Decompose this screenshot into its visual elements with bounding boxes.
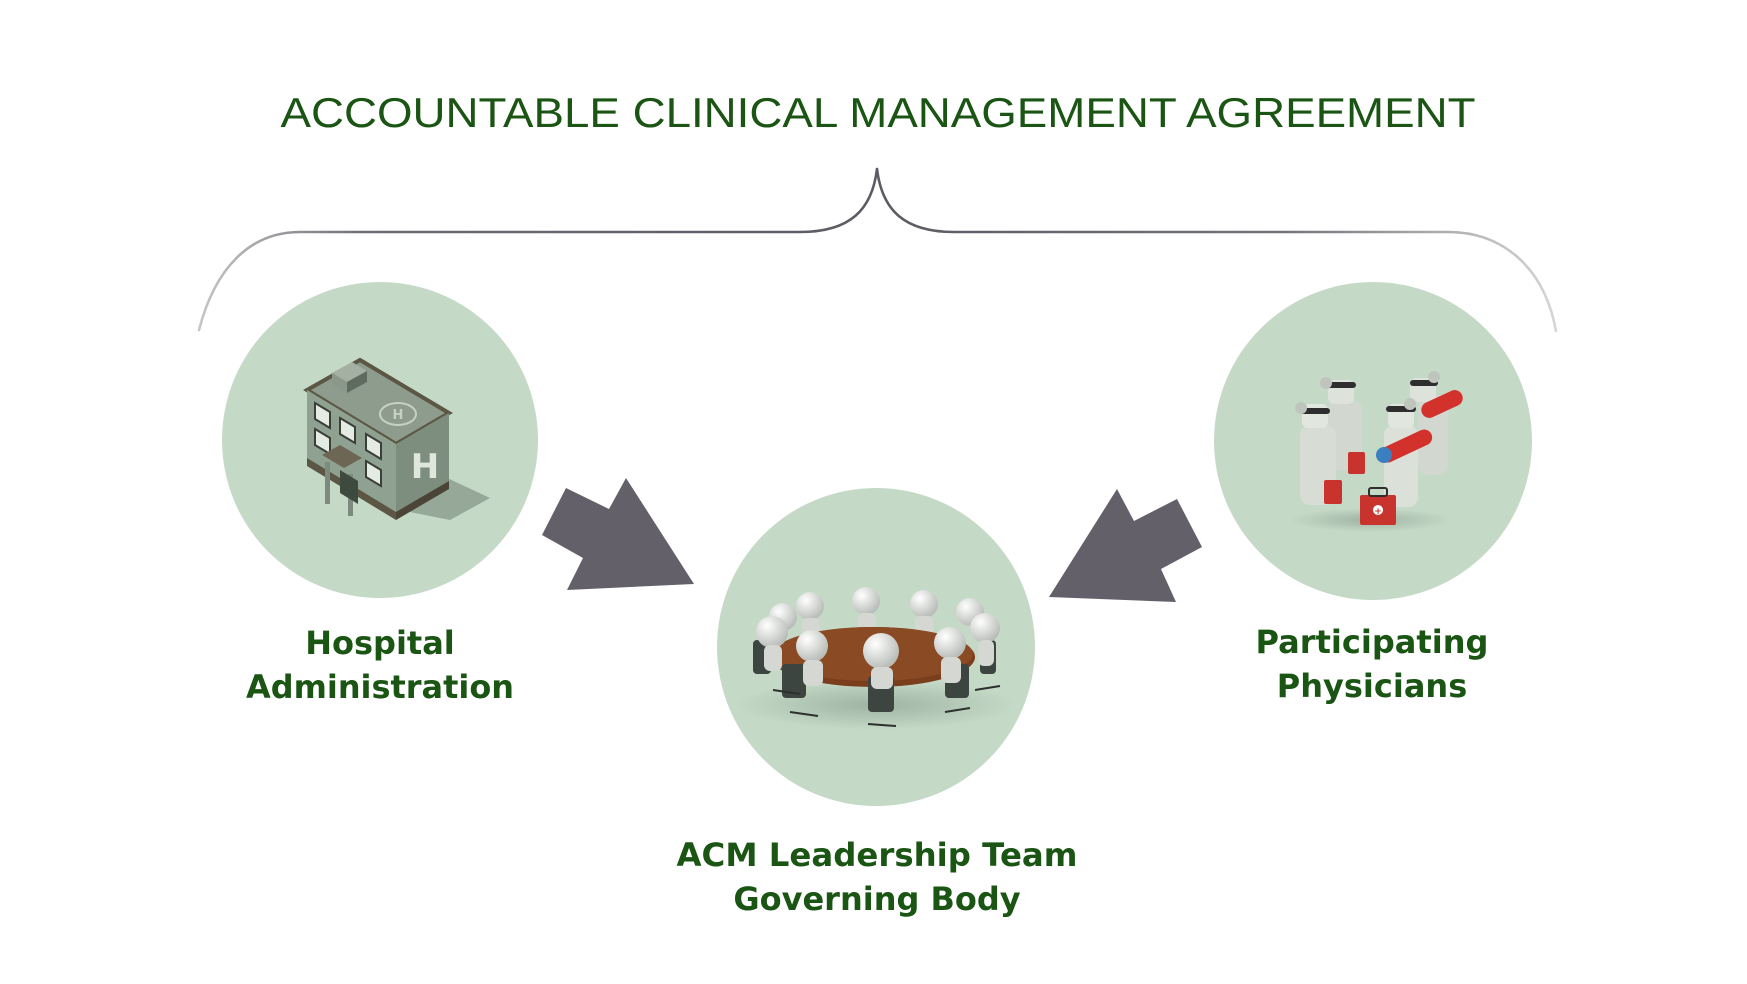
doctors-group-icon: + <box>1290 371 1463 532</box>
node-participating-physicians: + <box>1214 282 1532 600</box>
svg-text:+: + <box>1374 507 1382 517</box>
label-participating-physicians: Participating Physicians <box>1256 623 1489 705</box>
svg-text:H: H <box>411 447 439 487</box>
meeting-table-icon <box>736 587 1016 730</box>
label-line-1: Participating <box>1256 623 1489 661</box>
node-hospital-administration: H H <box>222 282 538 598</box>
arrow-left-down-icon <box>1049 489 1202 602</box>
arrow-right-down-icon <box>542 478 694 590</box>
label-line-2: Physicians <box>1277 667 1467 705</box>
label-line-1: Hospital <box>305 624 455 662</box>
node-circle <box>1214 282 1532 600</box>
label-hospital-administration: Hospital Administration <box>246 624 514 706</box>
diagram-title: ACCOUNTABLE CLINICAL MANAGEMENT AGREEMEN… <box>281 89 1476 136</box>
label-line-2: Governing Body <box>733 880 1020 918</box>
hospital-building-icon: H H <box>303 357 490 520</box>
brace-icon <box>197 167 1558 333</box>
node-acm-leadership-team <box>717 488 1035 806</box>
label-line-1: ACM Leadership Team <box>677 836 1078 874</box>
svg-text:H: H <box>393 408 404 423</box>
label-line-2: Administration <box>246 668 514 706</box>
label-acm-leadership-team: ACM Leadership Team Governing Body <box>677 836 1078 918</box>
